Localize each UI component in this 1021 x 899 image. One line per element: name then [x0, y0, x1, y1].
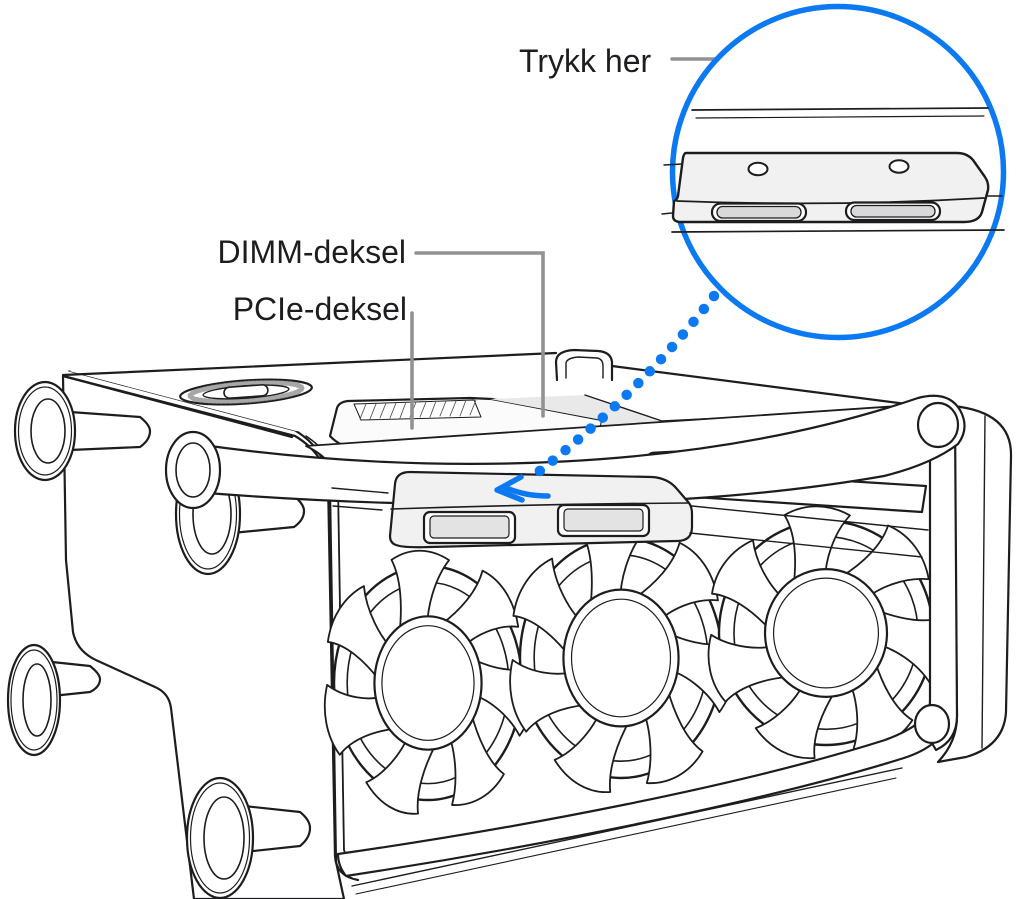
- top-knuckle: [916, 401, 960, 449]
- foot-icon: [185, 776, 312, 899]
- foot-icon: [6, 643, 102, 757]
- top-vent: [179, 378, 313, 406]
- foot-icon: [13, 380, 152, 482]
- label-press-here: Trykk her: [519, 43, 652, 79]
- label-dimm-cover: DIMM-deksel: [217, 234, 406, 270]
- mac-pro-body: [6, 348, 1013, 899]
- press-point-icon: [747, 161, 769, 177]
- dotted-arrow-icon: [494, 290, 720, 503]
- callout-circle: [661, 3, 1007, 341]
- leader-dimm: [414, 251, 545, 418]
- right-handle-tubes: [920, 404, 1013, 764]
- label-pcie-cover: PCIe-deksel: [232, 291, 407, 327]
- pcie-grille: [353, 399, 482, 421]
- dimm-cover-machine: [331, 470, 929, 558]
- press-point-icon: [888, 159, 910, 174]
- bottom-knuckle: [913, 703, 951, 745]
